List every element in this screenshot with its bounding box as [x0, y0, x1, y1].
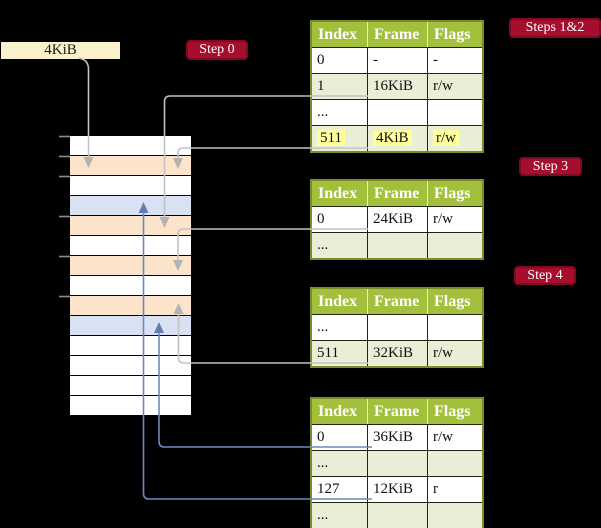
cell-index: ... [317, 455, 329, 471]
cell-frame: 24KiB [373, 211, 414, 227]
memory-column [70, 136, 191, 416]
header-cell-frame: Frame [367, 289, 427, 314]
table-row: 0 24KiB r/w [312, 206, 482, 232]
table-row: ... [312, 502, 482, 528]
cell-index: ... [317, 104, 329, 120]
cell-index: 127 [317, 481, 340, 497]
memory-frame-row [70, 236, 191, 255]
ptbr-label: 4KiB [44, 42, 77, 58]
table-row-highlighted: 511 4KiB r/w [312, 125, 482, 151]
table-row: ... [312, 314, 482, 340]
header-cell-index: Index [318, 185, 358, 202]
header-cell-index: Index [318, 403, 358, 420]
page-table-level2-c: Index Frame Flags 0 36KiB r/w ... 127 12… [310, 397, 484, 528]
cell-flags: r [433, 481, 438, 497]
header-cell-frame: Frame [367, 22, 427, 47]
cell-frame: 12KiB [373, 481, 414, 497]
memory-frame-row [70, 356, 191, 375]
cell-flags: r/w [433, 78, 453, 94]
header-cell-flags: Flags [427, 399, 482, 424]
cell-index: 511 [317, 345, 339, 361]
cell-index: ... [317, 507, 329, 523]
badge-step-4: Step 4 [514, 266, 576, 285]
table-header-row: Index Frame Flags [312, 181, 482, 206]
memory-frame-row [70, 336, 191, 355]
table-header-row: Index Frame Flags [312, 399, 482, 424]
cell-index: ... [317, 237, 329, 253]
page-table-level2-b: Index Frame Flags ... 511 32KiB r/w [310, 287, 484, 368]
memory-frame-row [70, 376, 191, 395]
cell-frame: 4KiB [373, 130, 412, 146]
header-cell-index: Index [318, 293, 358, 310]
page-table-level1: Index Frame Flags 0 - - 1 16KiB r/w ... … [310, 20, 484, 153]
cell-flags: r/w [433, 211, 453, 227]
badge-step-3: Step 3 [519, 157, 582, 176]
table-row: 511 32KiB r/w [312, 340, 482, 366]
memory-frame-row [70, 296, 191, 315]
header-cell-flags: Flags [427, 22, 482, 47]
cell-flags: r/w [433, 429, 453, 445]
cell-frame: - [373, 52, 378, 68]
memory-frame-row [70, 176, 191, 195]
header-cell-frame: Frame [367, 181, 427, 206]
table-row: 127 12KiB r [312, 476, 482, 502]
cell-index: ... [317, 319, 329, 335]
memory-frame-row [70, 216, 191, 235]
table-header-row: Index Frame Flags [312, 22, 482, 47]
table-row: 1 16KiB r/w [312, 73, 482, 99]
cell-index: 0 [317, 429, 325, 445]
cell-flags: r/w [433, 345, 453, 361]
memory-ticks [59, 135, 70, 298]
table-header-row: Index Frame Flags [312, 289, 482, 314]
cell-frame: 32KiB [373, 345, 414, 361]
cell-flags: r/w [433, 130, 459, 146]
table-row: 0 36KiB r/w [312, 424, 482, 450]
page-table-level2-a: Index Frame Flags 0 24KiB r/w ... [310, 179, 484, 260]
cell-frame: 16KiB [373, 78, 414, 94]
header-cell-index: Index [318, 26, 358, 43]
cell-index: 0 [317, 211, 325, 227]
memory-frame-row [70, 196, 191, 215]
header-cell-flags: Flags [427, 181, 482, 206]
table-row: 0 - - [312, 47, 482, 73]
memory-frame-row [70, 256, 191, 275]
memory-frame-row [70, 156, 191, 175]
cell-flags: - [433, 52, 438, 68]
table-row: ... [312, 232, 482, 258]
table-row: ... [312, 99, 482, 125]
badge-step-0: Step 0 [186, 40, 248, 60]
badge-steps-1-2: Steps 1&2 [509, 18, 601, 38]
ptbr-box: 4KiB [1, 42, 120, 59]
memory-frame-row [70, 276, 191, 295]
header-cell-flags: Flags [427, 289, 482, 314]
table-row: ... [312, 450, 482, 476]
memory-frame-row [70, 396, 191, 415]
cell-index: 1 [317, 78, 325, 94]
memory-frame-row [70, 316, 191, 335]
cell-index: 0 [317, 52, 325, 68]
header-cell-frame: Frame [367, 399, 427, 424]
memory-frame-row [70, 136, 191, 155]
cell-frame: 36KiB [373, 429, 414, 445]
cell-index: 511 [317, 130, 345, 146]
